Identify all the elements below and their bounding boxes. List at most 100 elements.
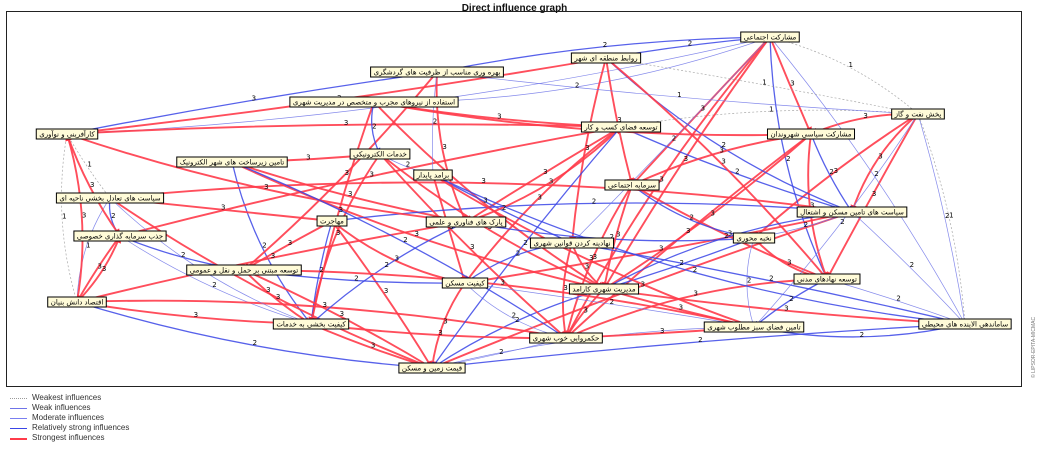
node-box	[441, 277, 489, 289]
node-n19: نهادینه کردن قوانین شهری	[529, 237, 615, 249]
edge-weight-label: 3	[82, 211, 86, 219]
node-label: خدمات الکترونیکی	[353, 151, 407, 159]
edge-n19-n25	[571, 242, 966, 326]
edge-weight-label: 3	[384, 287, 388, 295]
node-box	[413, 169, 453, 181]
edge-weight-label: 3	[340, 310, 344, 318]
edge-n6-n1	[66, 36, 771, 135]
edge-weight-label: 3	[497, 112, 501, 120]
node-label: مدیریت شهری کارامد	[572, 286, 635, 294]
edge-weight-label: 2	[319, 266, 323, 274]
legend-label: Moderate influences	[32, 413, 105, 422]
edge-n7-n29	[431, 126, 622, 369]
edge-weight-label: 3	[701, 105, 705, 113]
watermark: © LIPSOR-EPITA-MICMAC	[1031, 300, 1041, 380]
edge-n6-n17	[66, 133, 121, 237]
edge-n9-n28	[379, 153, 567, 339]
edge-n2-n11	[431, 71, 438, 176]
node-label: توسعه مبتنی بر حمل و نقل و عمومی	[190, 267, 299, 275]
edge-weight-label: 2	[690, 213, 694, 221]
edge-weight-label: 3	[686, 227, 690, 235]
edge-weight-label: 3	[563, 284, 567, 292]
edge-n9-n22	[379, 153, 605, 290]
edge-weight-label: 2	[433, 117, 437, 125]
node-label: استفاده از نیروهای مجرب و متخصص در مدیری…	[293, 99, 455, 107]
edge-weight-label: 3	[345, 169, 349, 177]
edge-n11-n21	[432, 174, 467, 284]
edge-n1-n23	[769, 36, 828, 280]
node-n18: نخبه محوری	[732, 232, 776, 244]
node-box	[47, 296, 107, 308]
edge-n6-n16	[66, 133, 467, 226]
edge-weight-label: 3	[543, 168, 547, 176]
edge-label-layer: 2332113332233332331133332232333233323332…	[62, 40, 953, 356]
edge-n6-n13	[66, 133, 111, 199]
edge-n5-n25	[917, 113, 967, 325]
node-n6: کارآفرینی و نوآوری	[35, 128, 99, 140]
node-box	[55, 192, 165, 204]
node-n16: پارک های فناوری و علمی	[425, 216, 507, 228]
edge-weight-label: 2	[253, 339, 257, 347]
edge-n2-n5	[436, 71, 919, 116]
edge-weight-label: 3	[720, 147, 724, 155]
node-box	[766, 128, 856, 140]
legend: Weakest influences Weak influences Moder…	[10, 393, 210, 443]
edge-weight-label: 3	[271, 252, 275, 260]
node-label: تامین فضای سبز مطلوب شهری	[707, 324, 801, 332]
node-box	[425, 216, 507, 228]
node-box	[570, 52, 642, 64]
edge-weight-label: 2	[516, 250, 520, 258]
edge-weight-label: 3	[659, 244, 663, 252]
edge-n1-n19	[571, 36, 771, 244]
edge-weight-label: 2	[804, 221, 808, 229]
edge-weight-label: 3	[616, 230, 620, 238]
edge-weight-label: 3	[438, 329, 442, 337]
node-n27: تامین فضای سبز مطلوب شهری	[703, 321, 805, 333]
edge-weight-label: 3	[549, 177, 553, 185]
edge-weight-label: 2	[592, 197, 596, 205]
edge-weight-label: 2	[354, 274, 358, 282]
node-box	[176, 156, 288, 168]
node-n9: خدمات الکترونیکی	[349, 148, 411, 160]
node-label: بهره وری مناسب از ظرفیت های گردشگری	[374, 68, 501, 77]
node-label: توسعه نهادهای مدنی	[797, 276, 857, 284]
legend-item-weakest: Weakest influences	[10, 393, 210, 403]
edge-n12-n23	[631, 184, 828, 281]
node-n8: مشارکت سیاسی شهروندان	[766, 128, 856, 140]
node-n26: کیفیت بخشی به خدمات	[272, 318, 350, 330]
edge-weight-label: 2	[721, 141, 725, 149]
edge-weight-label: 3	[659, 176, 663, 184]
node-n14: سیاست های تامین مسکن و اشتغال	[796, 206, 908, 218]
edge-weight-label: 3	[97, 262, 101, 270]
edge-weight-label: 2	[111, 212, 115, 220]
edge-weight-label: 2	[512, 312, 516, 320]
node-box	[568, 283, 640, 295]
edge-n17-n7	[119, 124, 622, 237]
edge-n5-n1	[769, 36, 919, 115]
edge-n24-n28	[76, 299, 567, 341]
edge-n7-n16	[465, 126, 622, 223]
edge-weight-label: 3	[443, 317, 447, 325]
node-label: حکمروایی خوب شهری	[533, 335, 600, 343]
node-box	[604, 179, 660, 191]
edge-weight-label: 2	[523, 239, 527, 247]
node-n25: ساماندهی الاینده های محیطی	[918, 318, 1012, 330]
edge-n1-n8	[769, 36, 812, 135]
node-n21: کیفیت مسکن	[441, 277, 489, 289]
edge-weight-label: 2	[372, 123, 376, 131]
node-box	[349, 148, 411, 160]
edge-n22-n25	[603, 288, 966, 328]
edge-n8-n28	[565, 133, 812, 339]
edge-n10-n28	[231, 161, 567, 339]
edge-weight-label: 2	[212, 281, 216, 289]
edge-weight-label: 3	[684, 155, 688, 163]
node-n20: توسعه مبتنی بر حمل و نقل و عمومی	[186, 264, 302, 276]
edge-weight-label: 3	[728, 230, 732, 238]
node-label: سیاست های تامین مسکن و اشتغال	[800, 209, 904, 217]
edge-weight-label: 3	[339, 206, 343, 214]
edge-weight-label: 2	[747, 277, 751, 285]
edge-n10-n16	[231, 161, 467, 225]
node-n11: برامد پایدار	[413, 169, 453, 181]
edge-weight-label: 1	[949, 211, 953, 219]
influence-graph: 2332113332233332331133332232333233323332…	[35, 31, 1012, 374]
